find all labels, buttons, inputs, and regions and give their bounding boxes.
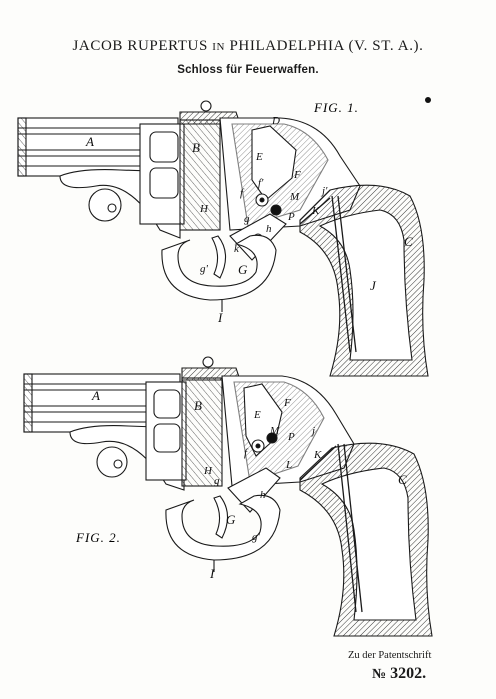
fig2-part-j: j bbox=[310, 425, 315, 437]
fig2-part-g-prime: g' bbox=[252, 531, 261, 543]
footer-caption: Zu der Patentschrift bbox=[348, 650, 432, 661]
fig1-part-g-prime: g' bbox=[200, 263, 209, 275]
fig1-part-E: E bbox=[255, 151, 263, 163]
fig2-part-L: L bbox=[285, 459, 292, 471]
fig1-part-H: H bbox=[199, 203, 209, 215]
fig1-part-labels: A B D E F f f' j' K M P H h k g g' G C J… bbox=[85, 115, 413, 325]
fig1-part-A: A bbox=[85, 134, 94, 149]
fig1-part-P: P bbox=[287, 211, 295, 223]
fig1-label: FIG. 1. bbox=[313, 100, 359, 115]
number-prefix: № bbox=[372, 667, 387, 682]
inventor-line: JACOB RUPERTUS IN PHILADELPHIA (V. ST. A… bbox=[0, 38, 496, 55]
fig1-part-k: k bbox=[234, 243, 240, 255]
fig2-part-f: f bbox=[244, 447, 249, 459]
patent-number: № 3202. bbox=[372, 665, 426, 683]
fig1-part-g: g bbox=[244, 213, 250, 225]
fig1-part-D: D bbox=[271, 115, 280, 127]
inventor-name: JACOB RUPERTUS bbox=[72, 38, 208, 54]
fig2-part-F: F bbox=[283, 397, 291, 409]
figure-2 bbox=[23, 356, 433, 637]
fig2-part-H: H bbox=[203, 465, 213, 477]
inventor-location: PHILADELPHIA (V. ST. A.). bbox=[229, 38, 424, 54]
fig1-part-G: G bbox=[238, 262, 248, 277]
fig2-part-G: G bbox=[226, 512, 236, 527]
fig2-part-I: I bbox=[209, 566, 215, 581]
fig2-part-E: E bbox=[253, 409, 261, 421]
in-word: IN bbox=[212, 41, 226, 53]
fig1-part-C: C bbox=[404, 234, 413, 249]
fig2-part-g: g bbox=[214, 475, 220, 487]
fig1-part-M: M bbox=[289, 191, 300, 203]
fig1-part-j-prime: j' bbox=[320, 185, 328, 197]
figure-1 bbox=[17, 100, 429, 377]
fig1-part-f: f bbox=[240, 187, 245, 199]
fig1-part-K: K bbox=[311, 205, 320, 217]
number-value: 3202. bbox=[390, 665, 427, 682]
fig1-part-B: B bbox=[192, 140, 200, 155]
fig2-part-h: h bbox=[260, 489, 266, 501]
fig1-part-F: F bbox=[293, 169, 301, 181]
patent-subject: Schloss für Feuerwaffen. bbox=[177, 64, 319, 76]
fig1-part-J: J bbox=[370, 278, 377, 293]
fig2-part-A: A bbox=[91, 388, 100, 403]
fig1-part-f-prime: f' bbox=[258, 177, 264, 189]
fig2-part-P: P bbox=[287, 431, 295, 443]
fig2-part-K: K bbox=[313, 449, 322, 461]
fig2-cylinder bbox=[145, 377, 223, 487]
fig1-part-h: h bbox=[266, 223, 272, 235]
fig2-part-B: B bbox=[194, 398, 202, 413]
fig2-part-M: M bbox=[269, 425, 280, 437]
fig1-part-I: I bbox=[217, 310, 223, 325]
fig1-cylinder bbox=[139, 119, 221, 231]
fig2-part-C: C bbox=[398, 472, 407, 487]
fig2-label: FIG. 2. bbox=[75, 530, 121, 545]
fig2-part-labels: A B E F H M P j K L f h g G g' C I bbox=[91, 388, 407, 581]
ink-dot bbox=[425, 97, 431, 103]
